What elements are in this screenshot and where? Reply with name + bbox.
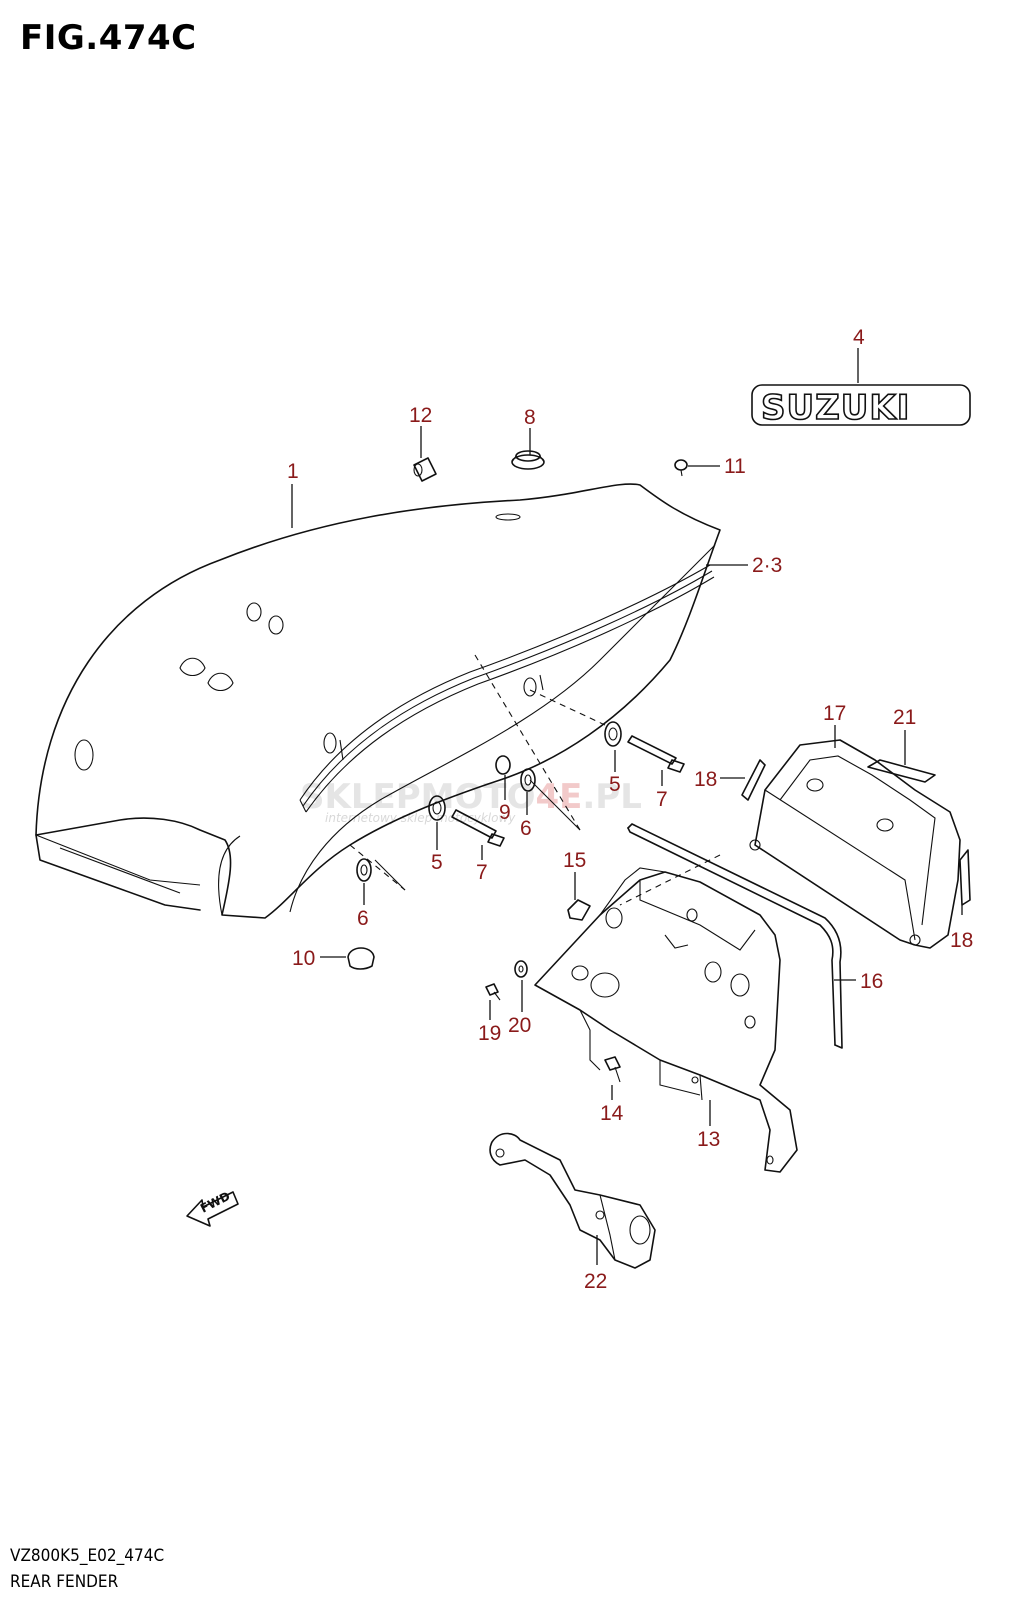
callout-1: 1	[287, 460, 299, 483]
callout-18b: 18	[950, 929, 973, 952]
leader-lines	[291, 348, 963, 1265]
figure-title: FIG.474C	[20, 18, 197, 58]
part-22-bracket	[489, 1132, 656, 1269]
part-12-nut	[413, 457, 437, 482]
part-9-collar	[495, 755, 511, 775]
fwd-label: FWD	[198, 1189, 232, 1216]
part-1-rear-fender	[35, 483, 721, 919]
part-5-grommet-a	[604, 721, 622, 747]
part-17-frame	[749, 739, 961, 949]
callout-13: 13	[697, 1128, 720, 1151]
watermark-brand: SKLEPMOTO4E.PL	[300, 777, 642, 817]
part-15-clip	[567, 899, 591, 921]
watermark: SKLEPMOTO4E.PL internetowy sklep motocyk…	[300, 777, 642, 825]
part-7-bolt-a	[627, 735, 685, 773]
assembly-lines	[349, 654, 721, 906]
part-13-bracket	[534, 867, 798, 1173]
callout-15: 15	[563, 849, 586, 872]
callout-12: 12	[409, 404, 432, 427]
callout-17: 17	[823, 702, 846, 725]
callout-22: 22	[584, 1270, 607, 1293]
part-5-grommet-b	[428, 795, 446, 821]
part-6-washer-a	[520, 768, 536, 792]
callout-16: 16	[860, 970, 883, 993]
callout-5b: 5	[431, 851, 443, 874]
callout-14: 14	[600, 1102, 624, 1125]
part-14-bolt	[604, 1056, 621, 1083]
callout-9: 9	[499, 801, 511, 824]
callout-19: 19	[478, 1022, 501, 1045]
callout-21: 21	[893, 706, 916, 729]
callout-8: 8	[524, 406, 536, 429]
part-4-suzuki-emblem: SUZUKI	[751, 384, 971, 429]
part-18-pad-a	[741, 759, 766, 801]
watermark-tagline: internetowy sklep motocyklowy	[325, 811, 516, 825]
figure-name: REAR FENDER	[10, 1572, 119, 1592]
callout-5a: 5	[609, 773, 621, 796]
callout-7b: 7	[476, 861, 488, 884]
fwd-arrow-icon: FWD	[186, 1189, 239, 1227]
callout-7a: 7	[656, 788, 668, 811]
part-19-screw	[485, 983, 501, 1001]
callout-6b: 6	[357, 907, 369, 930]
part-8-grommet	[511, 450, 545, 470]
callout-4: 4	[853, 326, 865, 349]
part-7-bolt-b	[451, 809, 505, 847]
callout-2-3: 2·3	[752, 554, 782, 577]
callout-11: 11	[724, 455, 746, 478]
callout-18a: 18	[694, 768, 717, 791]
callout-20: 20	[508, 1014, 531, 1037]
part-11-screw	[674, 459, 688, 477]
part-16-rod	[627, 823, 843, 1049]
suzuki-logo-text: SUZUKI	[761, 388, 910, 428]
part-10-cap	[347, 947, 375, 970]
callout-10: 10	[292, 947, 315, 970]
part-21-plate	[867, 759, 936, 783]
callout-6a: 6	[520, 817, 532, 840]
part-18-pad-b	[959, 849, 971, 906]
figure-code: VZ800K5_E02_474C	[10, 1546, 165, 1566]
part-6-washer-b	[356, 858, 372, 882]
callouts: 1 2·3 4 5 5 6 6 7 7 8 9 10 11 12 13 14 1…	[287, 326, 973, 1293]
part-20-washer	[514, 960, 528, 978]
